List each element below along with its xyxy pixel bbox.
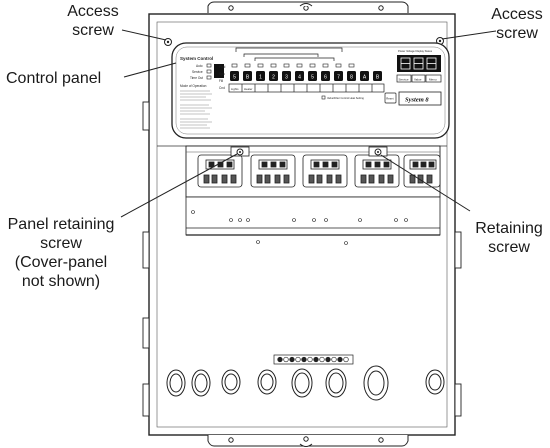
relay-module bbox=[250, 154, 296, 188]
zone-lower-label: Heater bbox=[244, 87, 252, 91]
zone-button[interactable]: A bbox=[360, 71, 369, 81]
zone-button[interactable]: 4 bbox=[295, 71, 304, 81]
display-button-label: Service bbox=[399, 78, 409, 82]
zone-button[interactable]: 5 bbox=[308, 71, 317, 81]
panel-retaining-screw-label: Panel retaining screw (Cover-panel not s… bbox=[7, 216, 115, 290]
zone-button[interactable]: B bbox=[373, 71, 382, 81]
retaining-screw-label: Retaining screw bbox=[475, 220, 543, 256]
mounting-holes bbox=[191, 210, 408, 245]
svg-text:2: 2 bbox=[272, 75, 275, 81]
svg-text:5: 5 bbox=[233, 75, 236, 81]
side-button[interactable] bbox=[384, 92, 397, 104]
brand-name: System 8 bbox=[405, 97, 429, 104]
relay-module bbox=[197, 154, 243, 188]
zone-button[interactable]: 2 bbox=[269, 71, 278, 81]
leader-lines bbox=[120, 29, 497, 218]
status-label: Fill bbox=[219, 79, 223, 83]
svg-text:1: 1 bbox=[259, 75, 262, 81]
mode-row-label: Time Out bbox=[190, 76, 203, 80]
svg-text:4: 4 bbox=[298, 75, 301, 81]
svg-text:7: 7 bbox=[337, 75, 340, 81]
conduit-knockouts bbox=[166, 365, 445, 401]
terminal-strip bbox=[273, 354, 354, 365]
svg-text:6: 6 bbox=[324, 75, 327, 81]
zone-button[interactable]: 3 bbox=[282, 71, 291, 81]
display-caption: Power Voltage Display Status bbox=[398, 49, 433, 53]
zone-button[interactable]: B bbox=[243, 71, 252, 81]
svg-text:3: 3 bbox=[285, 75, 288, 81]
status-rows: Pool Spa Fill Cnd bbox=[219, 65, 226, 90]
relay-module bbox=[302, 154, 348, 188]
zone-button[interactable]: 8 bbox=[347, 71, 356, 81]
display-button-label: Menu bbox=[429, 78, 437, 82]
display-buttons bbox=[396, 74, 442, 83]
display-button[interactable] bbox=[411, 74, 426, 83]
brand-badge bbox=[398, 91, 442, 106]
status-label: Spa bbox=[219, 72, 225, 76]
mode-row-label: Auto bbox=[196, 64, 203, 68]
status-label: Pool bbox=[219, 65, 226, 69]
mode-notes-heading: Mode of Operation bbox=[180, 84, 207, 88]
zone-button[interactable]: 7 bbox=[334, 71, 343, 81]
relay-module bbox=[403, 154, 441, 188]
mounting-plate bbox=[185, 196, 441, 236]
relay-module bbox=[354, 154, 400, 188]
zone-button[interactable]: 6 bbox=[321, 71, 330, 81]
zone-button[interactable]: 5 bbox=[230, 71, 239, 81]
option-checkbox[interactable] bbox=[321, 95, 326, 100]
led-indicators bbox=[231, 63, 355, 68]
side-button-label: Reset bbox=[386, 97, 394, 101]
zone-lower-label: Lights bbox=[231, 87, 239, 91]
option-label: Valve/Filter Control Heat Setting bbox=[327, 96, 364, 100]
control-panel: System Control Auto Service Time Out Mod… bbox=[171, 42, 450, 139]
svg-text:5: 5 bbox=[311, 75, 314, 81]
mode-notes-text bbox=[180, 90, 212, 129]
access-screw-left-label: Access screw bbox=[67, 3, 119, 39]
svg-text:8: 8 bbox=[350, 75, 353, 81]
relay-modules bbox=[197, 154, 441, 188]
display-button-label: Value bbox=[414, 78, 422, 82]
svg-text:B: B bbox=[246, 75, 250, 81]
retaining-screw bbox=[368, 146, 388, 157]
bottom-mounting-flange bbox=[207, 435, 409, 447]
zone-button[interactable]: 1 bbox=[256, 71, 265, 81]
enclosure-inner-edge bbox=[156, 21, 448, 428]
zone-brackets bbox=[235, 47, 343, 61]
zone-buttons: 5 B 1 2 3 4 5 6 7 8 A B bbox=[230, 71, 382, 81]
svg-text:A: A bbox=[363, 75, 367, 81]
panel-retaining-screw bbox=[230, 146, 250, 157]
display-digits bbox=[400, 57, 437, 70]
access-screw-right-label: Access screw bbox=[491, 6, 543, 42]
display-button[interactable] bbox=[396, 74, 412, 83]
display-button[interactable] bbox=[425, 74, 442, 83]
mode-row-label: Service bbox=[192, 70, 203, 74]
mode-rows: Auto Service Time Out bbox=[190, 63, 212, 80]
status-label: Cnd bbox=[219, 86, 225, 90]
right-hinges bbox=[454, 231, 462, 417]
left-hinges bbox=[142, 101, 150, 417]
access-screw-left bbox=[164, 38, 172, 46]
mode-button[interactable] bbox=[214, 64, 224, 78]
svg-text:B: B bbox=[376, 75, 380, 81]
top-mounting-flange bbox=[207, 1, 409, 13]
zone-label-strip bbox=[228, 83, 385, 93]
control-panel-label: Control panel bbox=[6, 70, 102, 87]
control-panel-heading: System Control bbox=[180, 56, 213, 61]
